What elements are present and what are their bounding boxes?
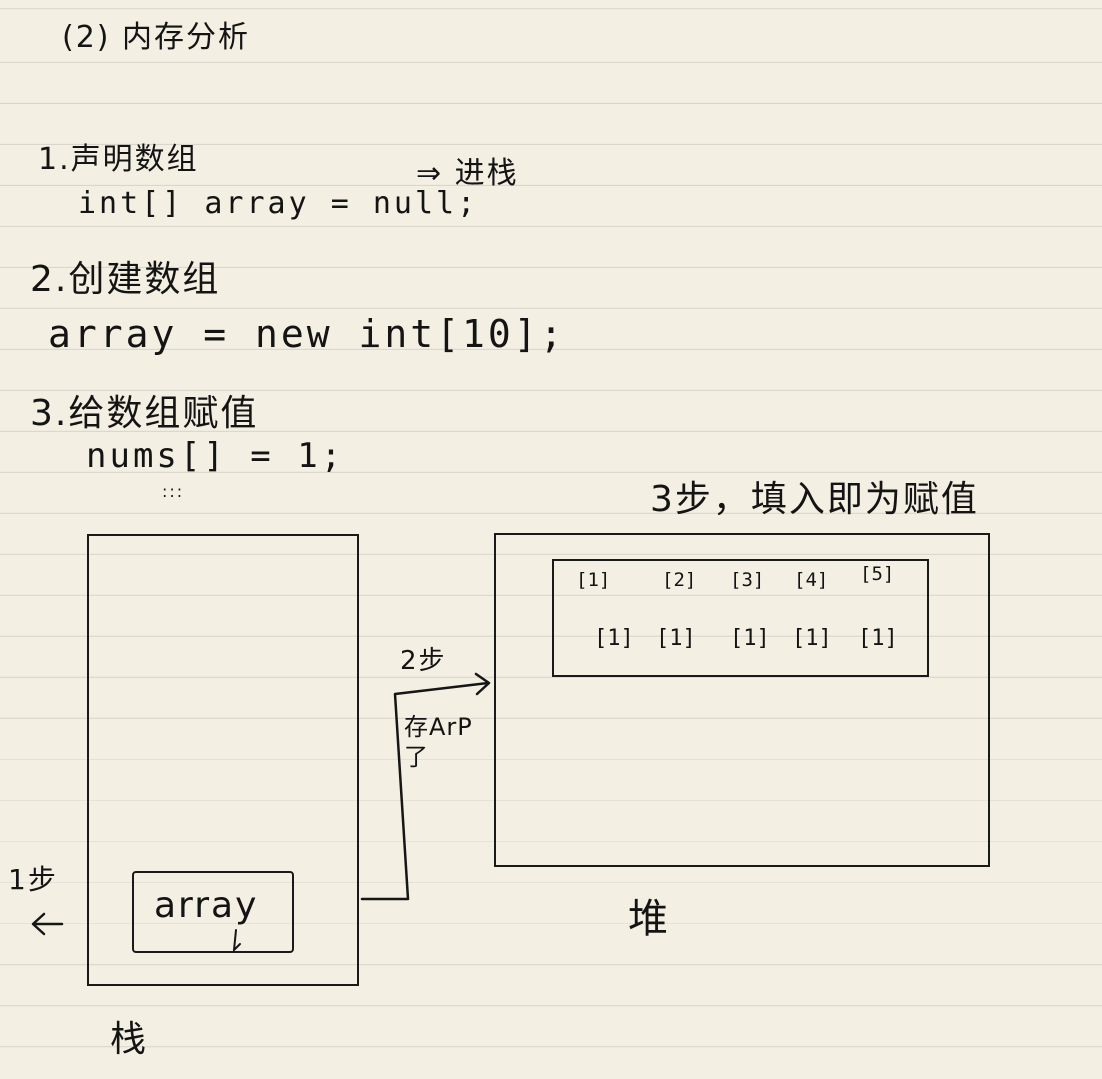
heap-cell-index: [5]	[860, 563, 895, 585]
array-pointer-tick	[232, 929, 241, 953]
step-create-code: array = new int[10];	[48, 312, 566, 356]
heap-box	[494, 533, 990, 867]
step-assign-code: nums[] = 1;	[86, 436, 345, 476]
heap-array-block	[552, 559, 929, 677]
heap-cell-value: [1]	[792, 626, 832, 651]
step-create-title: 2.创建数组	[30, 259, 221, 300]
heap-cell-index: [4]	[794, 569, 829, 591]
stack-label: 栈	[110, 1019, 149, 1060]
heap-note: 3步，填入即为赋值	[650, 479, 979, 520]
step2-label: 2步	[400, 646, 447, 676]
array-variable-label: array	[154, 885, 259, 926]
heap-cell-value: [1]	[594, 626, 634, 651]
heap-cell-value: [1]	[656, 626, 696, 651]
stack-box	[87, 534, 359, 986]
heap-label: 堆	[628, 896, 670, 942]
step1-arrow-icon	[31, 912, 64, 936]
heap-cell-value: [1]	[730, 626, 770, 651]
ellipsis-mark: :::	[162, 482, 185, 501]
reference-arrow-icon	[474, 672, 491, 696]
arrow-note: 存ArP了	[404, 713, 473, 771]
step-declare-code: int[] array = null;	[78, 186, 479, 221]
step-assign-title: 3.给数组赋值	[30, 393, 259, 434]
array-variable-box: array	[132, 871, 294, 953]
step-declare-note: ⇒ 进栈	[416, 156, 519, 191]
heap-cell-index: [1]	[576, 569, 611, 591]
heading-memory-analysis: (2) 内存分析	[62, 20, 251, 55]
step1-label: 1步	[8, 863, 58, 896]
heap-cell-index: [3]	[730, 569, 765, 591]
reference-connector-line	[360, 681, 490, 901]
heap-cell-value: [1]	[858, 626, 898, 651]
heap-cell-index: [2]	[662, 569, 697, 591]
step-declare-title: 1.声明数组	[38, 142, 199, 177]
